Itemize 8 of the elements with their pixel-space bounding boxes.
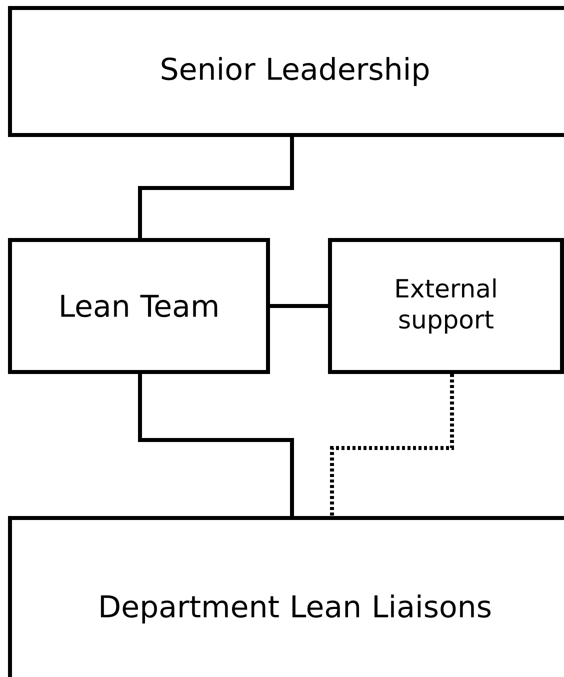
connector xyxy=(330,374,454,516)
org-box: Department Lean Liaisons xyxy=(8,516,564,677)
connector xyxy=(138,374,294,516)
org-box: External support xyxy=(328,238,564,374)
org-box: Senior Leadership xyxy=(8,6,564,137)
org-box: Lean Team xyxy=(8,238,270,374)
connector xyxy=(138,137,294,238)
connector xyxy=(270,304,328,308)
